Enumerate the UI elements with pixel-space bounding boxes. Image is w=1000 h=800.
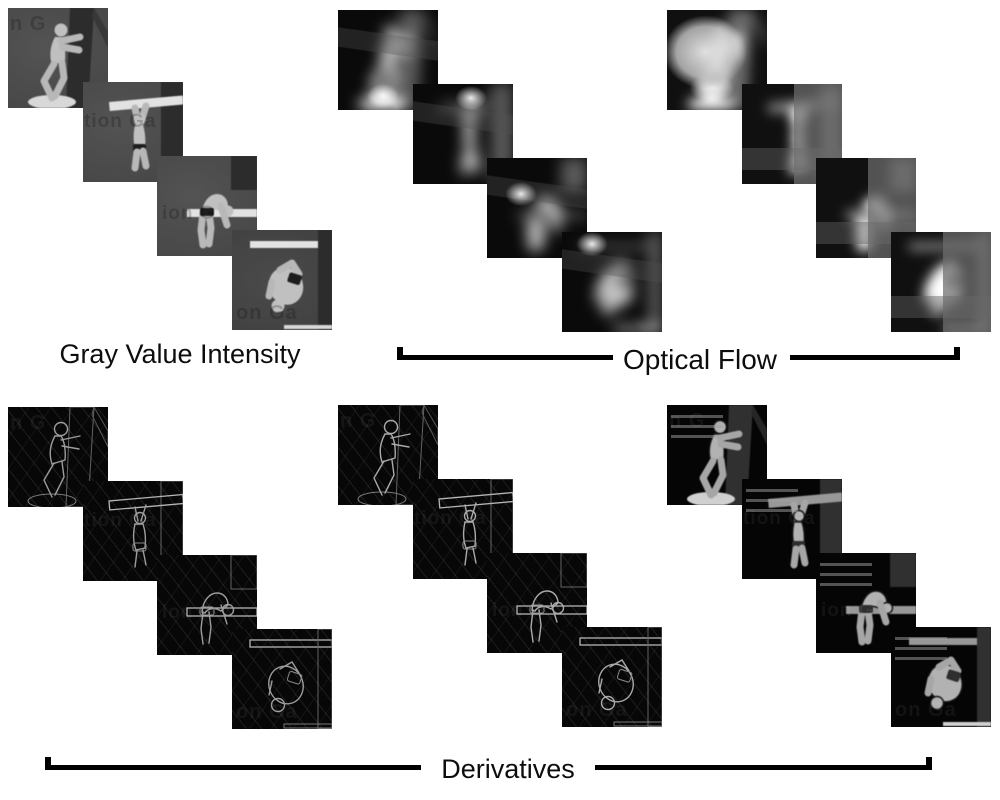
watermark-fragment: tion Ga [414, 508, 487, 529]
frame-derivatives-3-4: on Ga [891, 627, 991, 727]
frame-art-crouch-icon [27, 407, 108, 507]
watermark-fragment: ion G [162, 203, 216, 224]
sequence-derivatives-3: n G tion Ga ion G on Ga [667, 405, 993, 729]
sequence-optical-flow-2 [667, 10, 993, 334]
frame-derivatives-2-4: on Ga [562, 627, 662, 727]
frame-art-tuck-icon [909, 627, 991, 727]
frame-art-bend-icon [516, 553, 587, 643]
frame-art-tuck-icon [580, 232, 662, 332]
watermark-fragment: n G [10, 412, 47, 434]
watermark-fragment: tion Ga [84, 510, 157, 531]
watermark-fragment: n G [669, 410, 706, 432]
frame-art-crouch-icon [687, 10, 767, 110]
frame-art-tuck-icon [249, 629, 332, 729]
optical-flow-bracket-left [397, 347, 613, 360]
frame-art-hang-icon [108, 481, 183, 581]
sequence-derivatives-2: n G tion Ga ion G on Ga [338, 405, 664, 729]
watermark-fragment: ion G [162, 602, 216, 623]
optical-flow-bracket-right [790, 347, 960, 360]
frame-derivatives-2-1: n G [338, 405, 438, 505]
derivatives-bracket-left [45, 757, 421, 770]
derivatives-bracket-right [595, 757, 932, 770]
sequence-gray-value-intensity: n G tion Ga ion G on Ga [8, 8, 334, 332]
frame-derivatives-2-2: tion Ga [413, 479, 513, 579]
label-optical-flow: Optical Flow [622, 344, 778, 375]
watermark-fragment: tion Ga [743, 508, 816, 529]
frame-art-crouch-icon [357, 405, 438, 505]
frame-art-bend-icon [187, 156, 257, 249]
frame-derivatives-2-3: ion G [487, 553, 587, 653]
frame-derivatives-3-3: ion G [816, 553, 916, 653]
frame-art-bend-icon [517, 158, 587, 252]
frame-art-tuck-icon [579, 627, 662, 727]
frame-art-bend-icon [846, 553, 916, 646]
frame-optical-flow-2-4 [891, 232, 991, 332]
sequence-derivatives-1: n G tion Ga ion G on Ga [8, 407, 334, 731]
frame-art-tuck-icon [909, 232, 991, 332]
frame-gray-value-intensity-3: ion G [157, 156, 257, 256]
watermark-fragment: n G [10, 13, 47, 35]
label-derivatives: Derivatives [441, 754, 575, 784]
frame-derivatives-1-4: on Ga [232, 629, 332, 729]
frame-art-hang-icon [438, 479, 513, 579]
watermark-fragment: on Ga [236, 302, 298, 324]
label-gray-value-intensity: Gray Value Intensity [59, 339, 301, 369]
frame-optical-flow-1-2 [413, 84, 513, 184]
watermark-fragment: on Ga [236, 701, 298, 723]
frame-art-bend-icon [186, 555, 257, 645]
watermark-fragment: ion G [821, 600, 875, 621]
watermark-fragment: on Ga [566, 699, 628, 721]
watermark-fragment: n G [340, 410, 377, 432]
frame-optical-flow-1-1 [338, 10, 438, 110]
frame-art-tuck-icon [250, 230, 332, 330]
frame-gray-value-intensity-4: on Ga [232, 230, 332, 330]
watermark-fragment: on Ga [895, 699, 957, 721]
frame-optical-flow-1-4 [562, 232, 662, 332]
frame-gray-value-intensity-2: tion Ga [83, 82, 183, 182]
watermark-fragment: ion G [492, 600, 546, 621]
watermark-fragment: tion Ga [84, 111, 157, 132]
sequence-optical-flow-1 [338, 10, 664, 334]
frame-art-bend-icon [846, 158, 916, 252]
